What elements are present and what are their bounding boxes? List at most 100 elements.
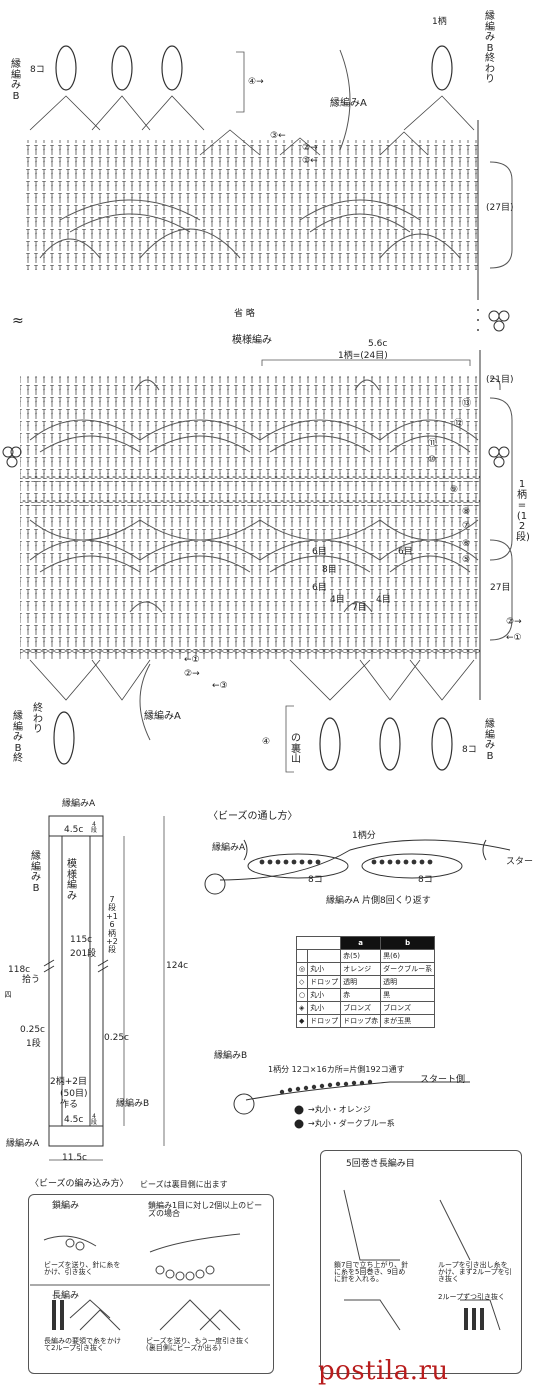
bottom-edge-b-end: 縁編みB終 bbox=[13, 711, 23, 764]
top-row-3: ③← bbox=[270, 131, 286, 141]
circ-9: ⑨ bbox=[450, 485, 459, 495]
sch-edge-a-bot: 縁編みA bbox=[6, 1139, 40, 1149]
approx-mark: ≈ bbox=[12, 313, 24, 329]
table-cell: ◇ bbox=[295, 975, 309, 989]
table-cell: ◈ bbox=[295, 1001, 309, 1015]
table-cell: ドロップ赤 bbox=[340, 1014, 382, 1028]
circ-11: ⑪ bbox=[428, 439, 438, 449]
circ-12: ⑫ bbox=[454, 419, 464, 429]
main-chart-body bbox=[2, 49, 513, 773]
tech-subtitle: ビーズは裏目側に出ます bbox=[140, 1180, 228, 1189]
row-label-8: 8目 bbox=[322, 565, 337, 575]
beads-title: 〈ビーズの通し方〉 bbox=[208, 811, 298, 822]
schematic-outline bbox=[43, 815, 165, 1161]
sch-025a: 0.25c bbox=[20, 1025, 45, 1035]
beads-repeat-note: 縁編みA 片側8回くり返す bbox=[326, 896, 431, 906]
beads-edge-a: 縁編みA bbox=[212, 843, 246, 853]
bead-table: a b 赤(5) 黒(6) ◎ 丸小 オレンジ ダークブルー系 ◇ ドロップ 透… bbox=[295, 936, 436, 1028]
table-cell: ドロップ bbox=[307, 1014, 342, 1028]
table-row: ◇ ドロップ 透明 透明 bbox=[295, 975, 436, 989]
watermark-logo: postila.ru bbox=[318, 1356, 449, 1386]
sch-edge-b: 縁編みB bbox=[31, 851, 41, 894]
top-row-4: ④→ bbox=[248, 77, 264, 87]
sch-115: 115c bbox=[70, 935, 93, 945]
sch-45-bot: 4.5c bbox=[64, 1115, 84, 1125]
rows-21: (21目) bbox=[486, 375, 514, 385]
top-count-8: 8コ bbox=[30, 65, 45, 75]
tech-dc-note2: ビーズを送り、もう一度引き抜く(裏目側にビーズが出る) bbox=[146, 1337, 251, 1352]
circ-8: ⑧ bbox=[462, 507, 471, 517]
technique-panel-right bbox=[320, 1150, 522, 1374]
sch-118b: 拾う bbox=[22, 975, 41, 985]
top-edge-b-left: 縁編みB bbox=[11, 59, 21, 102]
rep-width: 5.6c bbox=[368, 339, 388, 349]
beads-legend-b: →丸小・ダークブルー系 bbox=[308, 1119, 395, 1128]
tech-dc-note1: 長編みの要領で糸をかけて2ループ引き抜く bbox=[44, 1337, 121, 1352]
tech-title: 〈ビーズの編み込み方〉 bbox=[30, 1179, 129, 1189]
table-row: ◈ 丸小 ブロンズ ブロンズ bbox=[295, 1001, 436, 1015]
row-label-4a: 4目 bbox=[330, 595, 345, 605]
sch-edge-b2: 縁編みB bbox=[116, 1099, 150, 1109]
sch-4dan-top: 4段 bbox=[90, 821, 97, 835]
beads-edge-b-note: 1柄分 12コ×16カ所=片側192コ通す bbox=[268, 1065, 405, 1074]
row-label-6c: 6目 bbox=[312, 583, 327, 593]
table-header-a: a bbox=[340, 936, 382, 950]
tech-dc: 長編み bbox=[52, 1291, 80, 1301]
top-rep-label: 1柄 bbox=[432, 17, 447, 27]
circ-6: ⑥ bbox=[462, 539, 471, 549]
table-cell: 丸小 bbox=[307, 1001, 342, 1015]
table-cell: 透明 bbox=[340, 975, 382, 989]
table-cell bbox=[307, 949, 342, 963]
table-cell: 透明 bbox=[380, 975, 436, 989]
top-edge-a: 縁編みA bbox=[330, 98, 367, 109]
table-cell: 赤(5) bbox=[340, 949, 382, 963]
main-row-3: ←③ bbox=[212, 681, 228, 691]
top-picots bbox=[55, 45, 453, 91]
bead-threading-art bbox=[204, 839, 511, 895]
tech-quint-note3: 2ループずつ引き抜く bbox=[438, 1293, 506, 1301]
main-row-1: ←① bbox=[184, 655, 200, 665]
row-label-7: 7目 bbox=[352, 603, 367, 613]
row-label-6b: 6目 bbox=[398, 547, 413, 557]
table-cell: オレンジ bbox=[340, 962, 382, 976]
omit-label: 省 略 bbox=[234, 309, 255, 319]
bottom-picots bbox=[53, 711, 453, 771]
table-cell: 赤 bbox=[340, 988, 382, 1002]
beads-eight-a: 8コ bbox=[308, 875, 323, 885]
sch-025b: 0.25c bbox=[104, 1033, 129, 1043]
table-row: ◎ 丸小 オレンジ ダークブルー系 bbox=[295, 962, 436, 976]
bead-row-b bbox=[233, 1081, 470, 1115]
sch-4dan-bot: 4段 bbox=[90, 1113, 97, 1127]
beads-legend-a: →丸小・オレンジ bbox=[308, 1105, 371, 1114]
tech-quint-note2: ループを引き出し糸をかけ、まず2ループを引き抜く bbox=[438, 1261, 512, 1283]
technique-panel-left bbox=[28, 1194, 274, 1374]
top-edge-b-end: 縁編みB終わり bbox=[485, 11, 495, 85]
table-cell: ◆ bbox=[295, 1014, 309, 1028]
table-cell: 黒 bbox=[380, 988, 436, 1002]
beads-eight-b: 8コ bbox=[418, 875, 433, 885]
tech-quint: 5回巻き長編み目 bbox=[346, 1159, 415, 1169]
table-cell: 黒(6) bbox=[380, 949, 436, 963]
rep-rows: 1柄=(12段) bbox=[516, 479, 530, 543]
pattern-title: 模様編み bbox=[232, 335, 272, 346]
bottom-edge-b: 縁編みB bbox=[485, 719, 495, 762]
circ-5: ⑤ bbox=[462, 555, 471, 565]
sch-4: 四 bbox=[4, 991, 12, 999]
technique-art bbox=[43, 1189, 501, 1331]
beads-start: スタート bbox=[506, 857, 534, 867]
sch-115c: 11.5c bbox=[62, 1153, 87, 1163]
table-cell: ブロンズ bbox=[380, 1001, 436, 1015]
top-rows-27: (27目) bbox=[486, 203, 514, 213]
sch-make: 作る bbox=[60, 1100, 79, 1110]
table-cell: ○ bbox=[295, 988, 309, 1002]
top-fans bbox=[29, 95, 475, 156]
table-row: a b bbox=[295, 936, 436, 950]
sch-45-top: 4.5c bbox=[64, 825, 84, 835]
sch-2rep: 2柄+2目 bbox=[50, 1077, 87, 1087]
omission-gap bbox=[477, 309, 479, 331]
beads-start-side: スタート側 bbox=[420, 1075, 466, 1085]
table-cell: 丸小 bbox=[307, 988, 342, 1002]
sch-pattern: 模様編み bbox=[67, 859, 77, 902]
sch-201: 201段 bbox=[70, 949, 97, 959]
table-header-b: b bbox=[380, 936, 436, 950]
